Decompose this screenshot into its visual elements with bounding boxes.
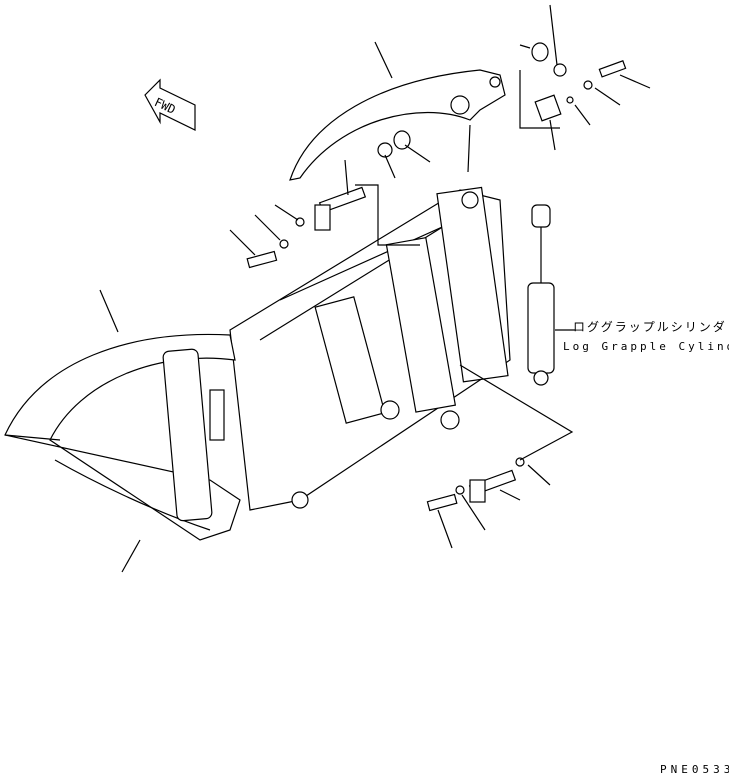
upper-grapple-arm: [289, 41, 506, 181]
upper-pin-parts: [377, 4, 651, 179]
grapple-frame: [229, 186, 511, 511]
forward-arrow-icon: FWD: [144, 78, 196, 131]
lower-pin-parts: [426, 364, 574, 549]
left-pin-parts: [229, 159, 420, 269]
cylinder-label-jp: ロググラップルシリンダ: [573, 320, 727, 334]
drawing-code: PNE0533: [660, 763, 729, 776]
cylinder-label-en: Log Grapple Cylinder: [563, 340, 729, 353]
log-grapple-cylinder: [527, 204, 575, 386]
lower-grapple-arm: [4, 289, 241, 573]
